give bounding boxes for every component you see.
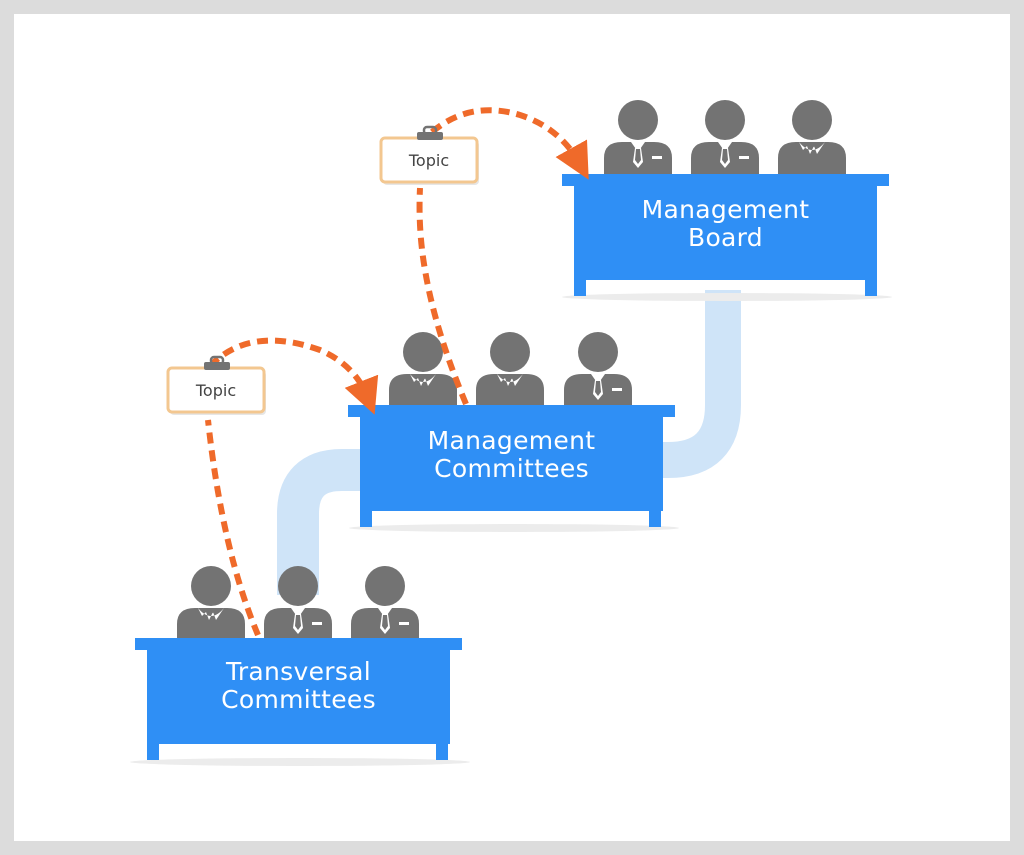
- arrow-icon: [416, 187, 469, 406]
- topic-clipboard: [379, 125, 479, 185]
- person-icon: [389, 332, 457, 406]
- person-icon: [604, 100, 672, 174]
- desk-shadow: [130, 758, 470, 766]
- arrow-icon: [205, 419, 261, 637]
- arrow-icon: [207, 337, 379, 415]
- person-icon: [476, 332, 544, 406]
- desk-label-management-committees: Management Committees: [427, 426, 596, 483]
- topic-clipboard: [166, 355, 266, 415]
- topic-label: Topic: [195, 381, 237, 400]
- topic-label: Topic: [408, 151, 450, 170]
- desk-shadow: [562, 293, 892, 301]
- person-icon: [691, 100, 759, 174]
- desk-label-transversal-committees: Transversal Committees: [221, 657, 376, 714]
- connector-board-to-committees: [615, 290, 741, 478]
- person-icon: [778, 100, 846, 174]
- clipboard-clip-icon: [417, 125, 443, 140]
- connector-committees-to-transversal: [277, 449, 362, 595]
- clipboard-clip-icon: [204, 355, 230, 370]
- desk-management-committees: [348, 405, 675, 527]
- desk-management-board: [562, 174, 889, 296]
- person-icon: [264, 566, 332, 640]
- person-icon: [564, 332, 632, 406]
- desk-label-management-board: Management Board: [641, 195, 810, 252]
- desk-transversal-committees: [135, 638, 462, 760]
- desk-shadow: [349, 524, 679, 532]
- arrow-icon: [430, 107, 589, 180]
- person-icon: [351, 566, 419, 640]
